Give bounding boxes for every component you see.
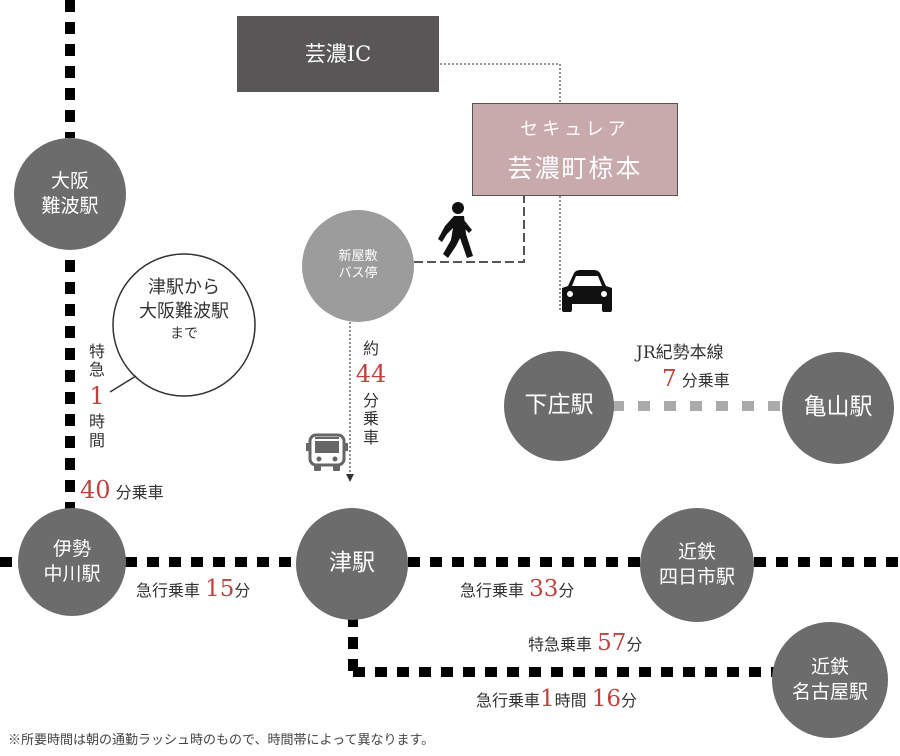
route-nagoya-exp-prefix: 急行乗車 — [476, 691, 541, 710]
callout-pointer — [109, 375, 137, 393]
route-kisei-minutes: 7 — [662, 366, 677, 392]
station-yokkaichi: 近鉄 四日市駅 — [640, 508, 754, 622]
route-namba-char4: 間 — [88, 430, 105, 450]
route-namba-hours: 1 — [89, 381, 105, 410]
route-namba-minutes: 40 — [80, 476, 111, 504]
station-osaka-namba: 大阪 難波駅 — [14, 138, 126, 250]
route-namba-char1: 特 — [88, 342, 105, 361]
route-tsu-yokkaichi-suffix: 分 — [558, 581, 575, 600]
route-nagoya-exp-mid: 時間 — [554, 691, 587, 710]
callout-line2: 大阪難波駅 — [139, 301, 229, 323]
station-ise-nakagawa-line2: 中川駅 — [43, 563, 101, 585]
arrow-head — [346, 474, 354, 482]
callout-text: 津駅から 大阪難波駅 まで — [118, 276, 250, 343]
route-label-namba-minutes: 40 分乗車 — [80, 478, 164, 502]
station-yokkaichi-line1: 近鉄 — [677, 541, 716, 564]
station-osaka-namba-line2: 難波駅 — [41, 195, 99, 217]
bus-icon — [306, 433, 348, 471]
route-label-tsu-yokkaichi: 急行乗車 33分 — [460, 578, 574, 601]
route-namba-char2: 急 — [88, 360, 105, 380]
property-box: セキュレア 芸濃町椋本 — [472, 103, 678, 196]
ic-label: 芸濃IC — [304, 41, 372, 66]
callout-circle — [112, 253, 256, 397]
walking-person-icon — [438, 202, 473, 258]
route-nakagawa-tsu-minutes: 15 — [205, 576, 235, 602]
station-kameyama: 亀山駅 — [782, 352, 894, 464]
connector-ic-property — [440, 63, 561, 310]
ic-box: 芸濃IC — [237, 16, 439, 92]
property-name-line2: 芸濃町椋本 — [507, 153, 643, 183]
callout-line3: まで — [170, 325, 198, 342]
route-namba-char3: 時 — [88, 412, 105, 432]
station-ise-nakagawa-line1: 伊勢 — [52, 538, 91, 561]
route-label-nagoya-exp: 急行乗車1時間 16分 — [476, 688, 637, 711]
route-nakagawa-tsu-suffix: 分 — [234, 581, 251, 600]
station-nagoya: 近鉄 名古屋駅 — [772, 622, 888, 738]
route-label-bus: 約 44 分 乗 車 — [354, 339, 388, 447]
station-kameyama-label: 亀山駅 — [803, 394, 873, 421]
station-bus-stop-line2: バス停 — [338, 266, 378, 281]
station-shimosho: 下庄駅 — [504, 351, 614, 461]
route-label-nagoya-ltd: 特急乗車 57分 — [528, 632, 642, 655]
route-tsu-yokkaichi-minutes: 33 — [529, 576, 559, 602]
route-tsu-yokkaichi-prefix: 急行乗車 — [460, 581, 525, 600]
station-ise-nakagawa: 伊勢 中川駅 — [18, 508, 126, 616]
footnote: ※所要時間は朝の通勤ラッシュ時のもので、時間帯によって異なります。 — [8, 733, 435, 748]
route-nagoya-ltd-minutes: 57 — [597, 630, 627, 656]
station-bus-stop-line1: 新屋敷 — [338, 249, 378, 265]
route-label-kisei-time: 7 分乗車 — [662, 368, 730, 391]
route-bus-minutes: 44 — [355, 360, 387, 389]
station-tsu-label: 津駅 — [329, 550, 375, 577]
route-label-kisei-name: JR紀勢本線 — [636, 343, 724, 363]
station-tsu: 津駅 — [296, 508, 408, 620]
station-bus-stop: 新屋敷 バス停 — [302, 210, 414, 322]
route-nagoya-exp-minutes: 16 — [591, 686, 622, 712]
route-nakagawa-tsu-prefix: 急行乗車 — [136, 581, 201, 600]
route-nagoya-ltd-prefix: 特急乗車 — [528, 635, 593, 654]
station-yokkaichi-line2: 四日市駅 — [658, 566, 735, 588]
property-name-line1: セキュレア — [520, 118, 630, 140]
route-bus-char2: 乗 — [362, 409, 379, 429]
station-nagoya-line2: 名古屋駅 — [791, 681, 868, 703]
route-nagoya-exp-suffix: 分 — [621, 691, 638, 710]
route-bus-char3: 車 — [362, 427, 379, 447]
route-label-nakagawa-tsu: 急行乗車 15分 — [136, 578, 250, 601]
station-shimosho-label: 下庄駅 — [524, 392, 594, 419]
walking-path — [414, 196, 525, 263]
station-osaka-namba-line1: 大阪 — [50, 170, 89, 193]
route-bus-char1: 分 — [362, 390, 379, 410]
route-bus-prefix: 約 — [362, 339, 379, 358]
callout-line1: 津駅から — [148, 277, 220, 298]
car-icon — [562, 270, 612, 312]
route-nagoya-ltd-suffix: 分 — [626, 635, 643, 654]
route-label-namba: 特 急 1 時 間 — [84, 342, 110, 450]
station-nagoya-line1: 近鉄 — [810, 656, 849, 679]
route-namba-suffix: 分乗車 — [115, 483, 164, 502]
route-kisei-suffix: 分乗車 — [681, 371, 730, 390]
route-nagoya-exp-hours: 1 — [540, 686, 555, 712]
